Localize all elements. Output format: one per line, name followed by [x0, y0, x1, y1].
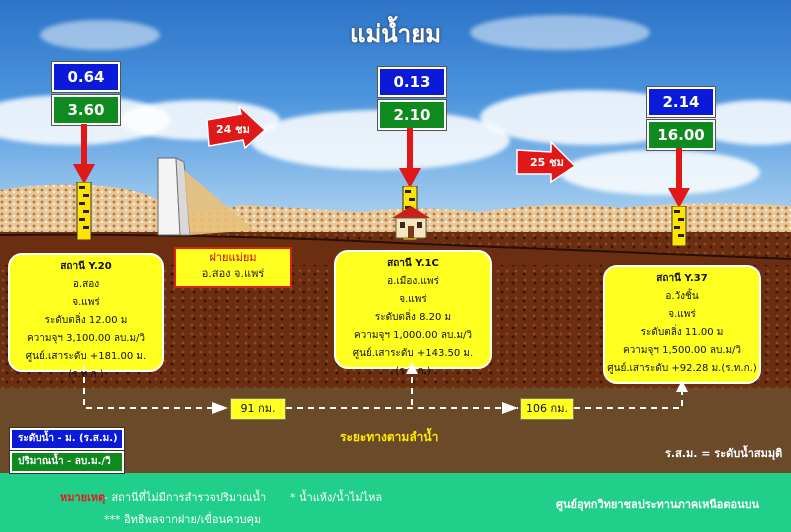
footer-note-label: หมายเหตุ — [60, 491, 106, 504]
station-1-level: 0.64 — [52, 62, 120, 92]
dam-label: ฝายแม่ยม อ.สอง จ.แพร่ — [174, 247, 292, 288]
footer-bar — [0, 473, 791, 532]
station-2-name: สถานี Y.1C — [387, 258, 439, 269]
station-3-level: 2.14 — [647, 87, 715, 117]
footer-note-3: *** อิทธิพลจากฝาย/เขื่อนควบคุม — [104, 513, 262, 526]
distance-2: 106 กม. — [520, 398, 574, 420]
flow-distance-label: ระยะทางตามลำน้ำ — [340, 430, 439, 444]
station-2-province: จ.แพร่ — [399, 294, 427, 305]
station-3-province: จ.แพร่ — [668, 309, 696, 320]
station-2-bank-level: ระดับตลิ่ง 8.20 ม — [374, 312, 452, 323]
station-2-card: สถานี Y.1C อ.เมือง.แพร่ จ.แพร่ ระดับตลิ่… — [334, 250, 492, 377]
station-3-datum: ศูนย์.เสาระดับ +92.28 ม.(ร.ท.ก.) — [607, 363, 757, 374]
ground-layer — [0, 388, 791, 473]
station-1-card: สถานี Y.20 อ.สอง จ.แพร่ ระดับตลิ่ง 12.00… — [8, 253, 164, 380]
station-1-district: อ.สอง — [72, 279, 100, 290]
station-1-arrow-icon — [73, 124, 95, 184]
station-1-province: จ.แพร่ — [72, 297, 100, 308]
station-3-gauge-icon — [671, 206, 687, 246]
station-3-name: สถานี Y.37 — [656, 273, 708, 284]
station-3-capacity: ความจุฯ 1,500.00 ลบ.ม/วิ — [622, 345, 742, 356]
station-1-gauge-icon — [76, 182, 92, 240]
flow-path — [83, 362, 688, 414]
travel-time-2: 25 ชม — [530, 156, 564, 169]
page-title: แม่น้ำยม — [349, 20, 442, 48]
legend-level: ระดับน้ำ - ม. (ร.ส.ม.) — [10, 428, 124, 450]
station-3-card: สถานี Y.37 อ.วังชิ้น จ.แพร่ ระดับตลิ่ง 1… — [603, 265, 761, 384]
footer-note-1: - สถานีที่ไม่มีการสำรวจปริมาณน้ำ — [104, 491, 267, 504]
dam-location: อ.สอง จ.แพร่ — [201, 267, 265, 280]
legend-discharge: ปริมาณน้ำ - ลบ.ม./วิ — [10, 451, 124, 473]
station-1-datum: ศูนย์.เสาระดับ +181.00 ม.(ร.ท.ก.) — [25, 351, 147, 380]
station-house-icon — [392, 206, 430, 239]
cloud — [560, 150, 760, 195]
abbreviation-note: ร.ส.ม. = ระดับน้ำสมมุติ — [665, 447, 783, 460]
sky-background — [0, 0, 791, 235]
cloud — [40, 20, 160, 50]
dam-icon — [157, 157, 255, 236]
footer-note-2: * น้ำแห้ง/น้ำไม่ไหล — [290, 491, 383, 504]
station-1-bank-level: ระดับตลิ่ง 12.00 ม — [44, 315, 128, 326]
station-2-discharge: 2.10 — [378, 100, 446, 130]
cloud — [470, 15, 650, 50]
station-1-capacity: ความจุฯ 3,100.00 ลบ.ม/วิ — [26, 333, 146, 344]
station-3-arrow-icon — [668, 148, 690, 208]
station-3-district: อ.วังชิ้น — [665, 291, 699, 302]
dam-name: ฝายแม่ยม — [209, 251, 257, 264]
station-3-discharge: 16.00 — [647, 120, 715, 150]
organization-name: ศูนย์อุทกวิทยาชลประทานภาคเหนือตอนบน — [556, 498, 760, 511]
station-1-name: สถานี Y.20 — [60, 261, 112, 272]
travel-time-arrow-2-icon — [516, 140, 577, 184]
station-2-arrow-icon — [399, 128, 421, 188]
station-3-bank-level: ระดับตลิ่ง 11.00 ม — [640, 327, 724, 338]
travel-time-1: 24 ชม — [216, 123, 250, 136]
station-2-district: อ.เมือง.แพร่ — [387, 276, 439, 287]
travel-time-arrow-1-icon — [206, 106, 267, 150]
station-1-discharge: 3.60 — [52, 95, 120, 125]
station-2-capacity: ความจุฯ 1,000.00 ลบ.ม/วิ — [353, 330, 473, 341]
station-2-level: 0.13 — [378, 67, 446, 97]
distance-1: 91 กม. — [230, 398, 286, 420]
